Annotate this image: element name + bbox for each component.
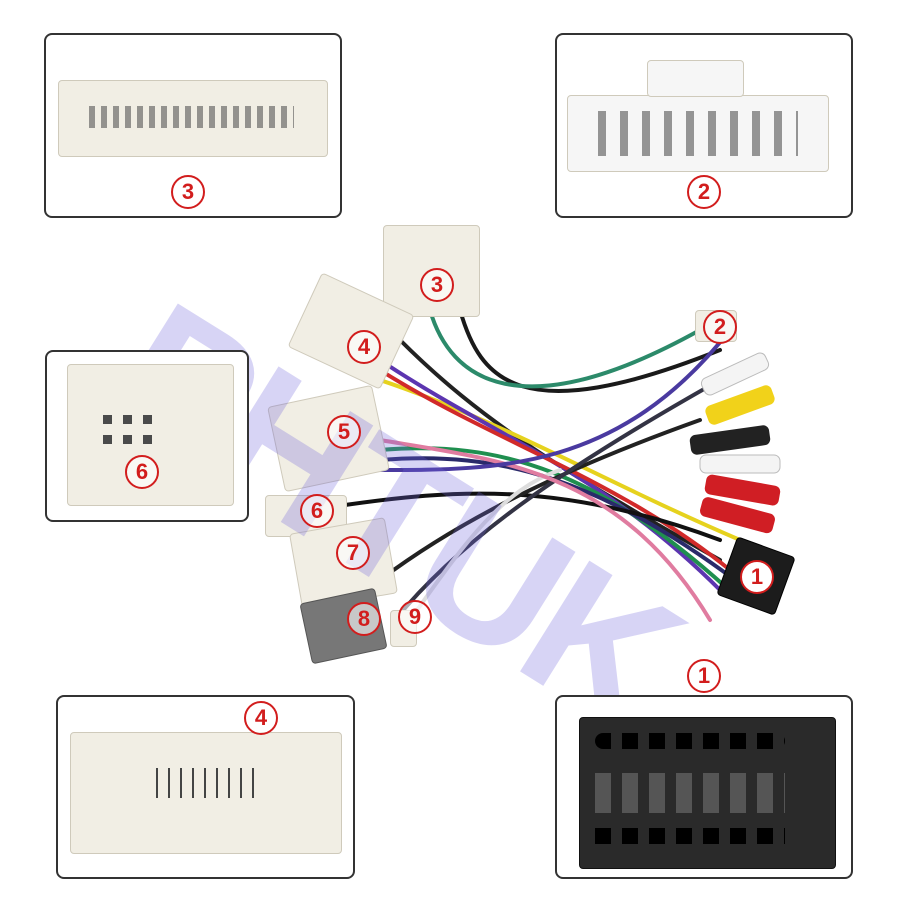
connector-6-image [67,364,234,506]
callout-7: 7 [336,536,370,570]
connector-1-image [579,717,836,869]
callout-4: 4 [244,701,278,735]
connector-3-image [58,80,328,157]
callout-5: 5 [327,415,361,449]
detail-panel-connector-2: 2 [555,33,853,218]
callout-3: 3 [420,268,454,302]
callout-2: 2 [687,175,721,209]
detail-panel-connector-3: 3 [44,33,342,218]
detail-panel-connector-1: 1 [555,659,853,879]
callout-3: 3 [171,175,205,209]
callout-1: 1 [687,659,721,693]
detail-panel-connector-6: 6 [45,350,249,522]
rca-plugs [689,352,781,534]
connector-2-latch [647,60,744,97]
detail-panel-connector-4: 4 [56,695,355,879]
connector-4-image [70,732,342,854]
callout-6: 6 [300,494,334,528]
callout-6: 6 [125,455,159,489]
connector-2-image [567,95,829,172]
callout-2: 2 [703,310,737,344]
callout-8: 8 [347,602,381,636]
callout-4: 4 [347,330,381,364]
callout-1: 1 [740,560,774,594]
callout-9: 9 [398,600,432,634]
